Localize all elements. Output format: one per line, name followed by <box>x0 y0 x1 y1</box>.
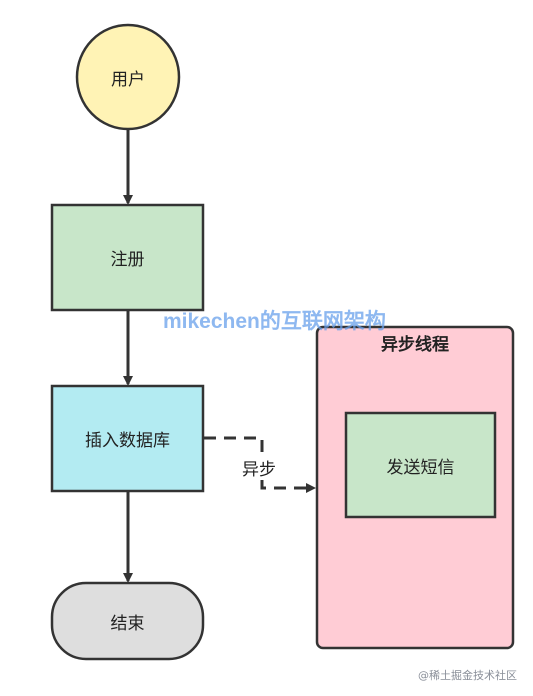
node-insert-db-shape <box>50 384 205 493</box>
async-thread-title: 异步线程 <box>381 335 449 355</box>
node-user-shape <box>75 23 181 131</box>
node-end-shape <box>50 581 205 661</box>
async-edge-label: 异步 <box>241 455 277 480</box>
node-send-sms-shape <box>344 411 497 519</box>
node-register-shape <box>50 203 205 312</box>
credit-text: @稀土掘金技术社区 <box>418 669 517 682</box>
watermark-text: mikechen的互联网架构 <box>163 310 386 333</box>
